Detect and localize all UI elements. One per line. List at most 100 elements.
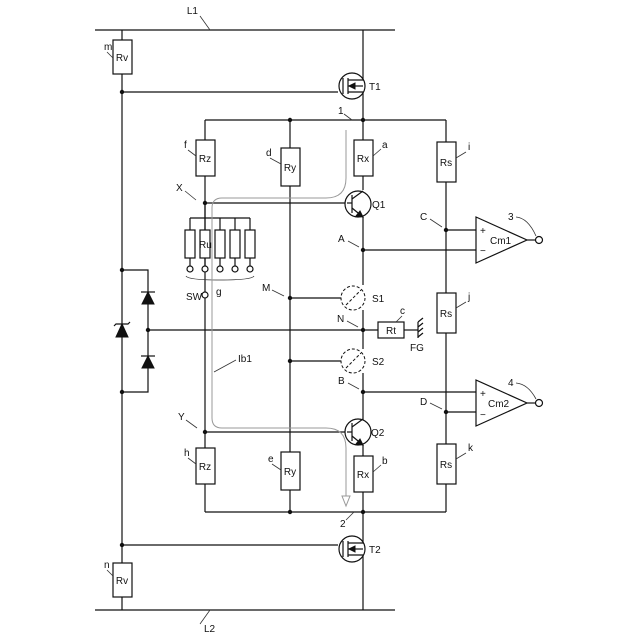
leader-k [456,453,466,459]
resistor-ru-5 [245,230,255,258]
ru-group-bracket [186,276,254,280]
label-t2: T2 [369,545,381,556]
ref-3: 3 [508,212,514,223]
leader-y [186,420,197,428]
leader-m-node [272,290,284,296]
resistor-ru-4 [230,230,240,258]
ref-y: Y [178,412,185,423]
leader-node-c [430,219,442,227]
label-l2: L2 [204,624,216,635]
ref-f: f [184,140,187,151]
junction-n [361,328,365,332]
cm2-plus: + [480,389,486,400]
resistor-ru-1 [185,230,195,258]
ref-1: 1 [338,106,344,117]
leader-x [185,191,196,200]
leader-node-a [348,241,359,247]
ref-i: i [468,142,470,153]
leader-h [188,458,196,464]
label-l1: L1 [187,6,199,17]
leader-f [188,150,196,156]
ref-m: m [104,42,112,53]
ru-terminal-2[interactable] [202,266,208,272]
ref-2: 2 [340,519,346,530]
leader-node-d [430,403,442,409]
ref-b: b [382,456,388,467]
switch-s1[interactable] [341,286,365,310]
label-q2: Q2 [371,428,385,439]
label-ru: Ru [199,240,212,251]
switch-s2[interactable] [341,349,365,373]
ru-bank [185,218,255,272]
leader-j [456,302,466,308]
ref-node-c: C [420,212,427,223]
leader-b [373,465,381,472]
ref-m-node: M [262,283,270,294]
label-rv-top: Rv [116,53,128,64]
label-rt: Rt [386,326,396,337]
label-rx-bottom: Rx [357,470,369,481]
ref-x: X [176,183,183,194]
ref-k: k [468,443,474,454]
label-ib1: Ib1 [238,354,252,365]
leader-2 [346,512,354,520]
label-rv-bottom: Rv [116,576,128,587]
s1-blade [346,290,361,305]
label-q1: Q1 [372,200,386,211]
leader-1 [344,114,352,120]
label-rx-top: Rx [357,154,369,165]
diode-upper [142,292,154,304]
cm1-plus: + [480,226,486,237]
label-t1: T1 [369,82,381,93]
label-rs-mid: Rs [440,309,452,320]
frame-ground-symbol [418,318,423,338]
label-rs-top: Rs [440,158,452,169]
cm2-output-terminal[interactable] [536,400,543,407]
leader-3 [516,217,536,236]
ru-terminal-3[interactable] [217,266,223,272]
ref-node-n: N [337,314,344,325]
ru-terminal-5[interactable] [247,266,253,272]
ref-node-b: B [338,376,345,387]
leader-l2 [200,610,210,624]
leader-a [373,149,381,156]
current-path-ib1 [212,130,346,500]
label-rz-bottom: Rz [199,462,211,473]
ref-4: 4 [508,378,514,389]
switch-sw-terminal[interactable] [202,292,208,298]
diode-lower [142,356,154,368]
ref-a: a [382,140,388,151]
label-cm1: Cm1 [490,236,512,247]
ref-h: h [184,448,190,459]
label-cm2: Cm2 [488,399,510,410]
resistor-ru-3 [215,230,225,258]
ru-terminal-1[interactable] [187,266,193,272]
ref-n: n [104,560,110,571]
cm1-minus: − [480,246,486,257]
leader-i [456,152,466,158]
leader-e [272,464,281,470]
ref-node-a: A [338,234,345,245]
leader-l1 [200,16,210,30]
ref-d: d [266,148,272,159]
wire-clamp-top [122,270,148,392]
current-arrow-ib1 [342,496,350,506]
cm1-output-terminal[interactable] [536,237,543,244]
s2-blade [346,353,361,368]
ref-c: c [400,306,405,317]
label-rs-bottom: Rs [440,460,452,471]
ref-g: g [216,287,222,298]
label-s2: S2 [372,357,385,368]
leader-c [396,316,402,322]
cm2-minus: − [480,410,486,421]
label-s1: S1 [372,294,385,305]
label-fg: FG [410,343,424,354]
leader-ib1 [214,360,236,372]
label-ry-top: Ry [284,163,296,174]
leader-n [107,570,113,576]
leader-node-n [347,321,358,327]
ref-j: j [467,292,470,303]
ref-e: e [268,454,274,465]
ru-terminal-4[interactable] [232,266,238,272]
